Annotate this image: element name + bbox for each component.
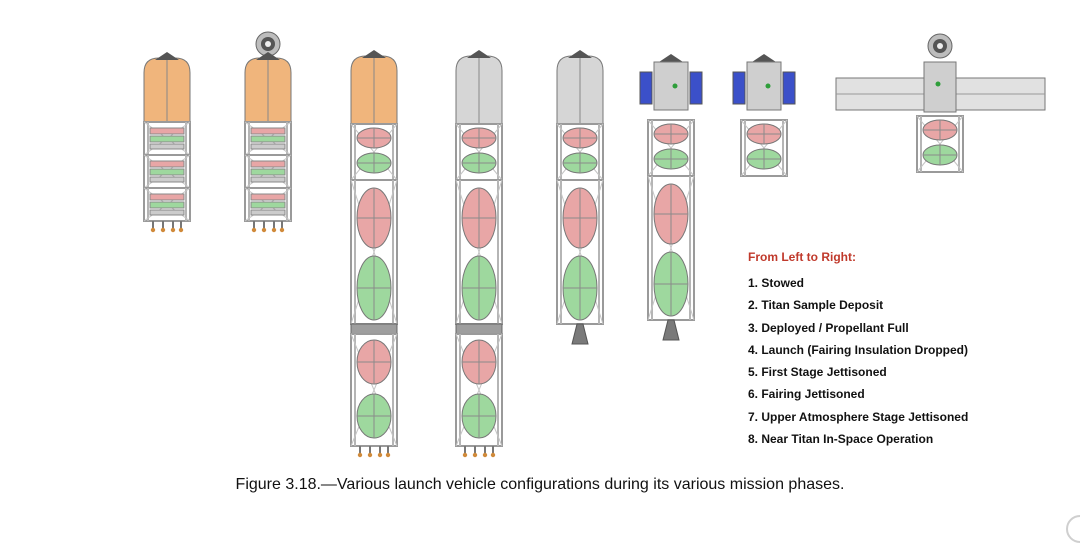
legend-item-stowed: 1. Stowed — [748, 276, 805, 290]
nose-cap — [362, 50, 386, 58]
truss-bay — [244, 187, 292, 222]
nose-cap — [752, 54, 776, 62]
landing-foot — [271, 227, 277, 233]
legend-list: 1. Stowed 2. Titan Sample Deposit 3. Dep… — [748, 272, 1068, 450]
vehicle-3 — [350, 50, 398, 458]
blue-panel-left — [639, 71, 653, 105]
landing-foot — [367, 452, 373, 458]
legend-title: From Left to Right: — [748, 250, 856, 264]
engine-nozzle — [571, 323, 589, 345]
truss-bay — [350, 333, 398, 447]
stowed-tank-green — [149, 168, 185, 176]
landing-foot — [472, 452, 478, 458]
vehicle-8 — [835, 33, 1046, 173]
stowed-tank-green — [149, 135, 185, 143]
landing-foot — [357, 452, 363, 458]
landing-foot — [377, 452, 383, 458]
landing-foot — [251, 227, 257, 233]
vehicle-7 — [732, 54, 796, 177]
truss-bay — [455, 333, 503, 447]
vehicle-5 — [556, 50, 604, 345]
landing-foot — [170, 227, 176, 233]
nose-cap — [155, 52, 179, 60]
landing-foot — [385, 452, 391, 458]
stage-separator — [350, 323, 398, 335]
vehicle-2 — [244, 31, 292, 233]
nose-cap — [256, 52, 280, 60]
landing-foot — [178, 227, 184, 233]
legend-item-titan-sample-deposit: 2. Titan Sample Deposit — [748, 298, 884, 313]
truss-bay — [916, 115, 964, 173]
legend-item-launch: 4. Launch (Fairing Insulation Dropped) — [748, 342, 969, 357]
vehicle-4 — [455, 50, 503, 458]
nose-cap — [659, 54, 683, 62]
vehicle-1 — [143, 52, 191, 233]
legend-item-first-stage-jettisoned: 5. First Stage Jettisoned — [748, 365, 887, 380]
stowed-tank-pink — [250, 127, 286, 135]
stowed-tank-pink — [250, 193, 286, 201]
truss-bay — [740, 119, 788, 177]
blue-panel-right — [782, 71, 796, 105]
blue-panel-right — [689, 71, 703, 105]
legend-item-upper-atmosphere-stage-jettisoned: 7. Upper Atmosphere Stage Jettisoned — [748, 409, 969, 424]
stowed-tank-pink — [250, 160, 286, 168]
stowed-tank-green — [250, 201, 286, 209]
legend-item-near-titan-operation: 8. Near Titan In-Space Operation — [748, 432, 934, 447]
vehicle-configuration-figure — [143, 31, 1046, 458]
truss-bay — [143, 187, 191, 222]
payload-bus — [653, 61, 689, 111]
nose-cap — [467, 50, 491, 58]
legend: From Left to Right: 1. Stowed 2. Titan S… — [748, 250, 1068, 450]
stowed-tank-green — [250, 135, 286, 143]
landing-foot — [462, 452, 468, 458]
stowed-tank-green — [149, 201, 185, 209]
landing-foot — [490, 452, 496, 458]
figure-caption: Figure 3.18.—Various launch vehicle conf… — [235, 476, 845, 493]
nose-cap — [568, 50, 592, 58]
landing-foot — [482, 452, 488, 458]
legend-item-deployed-propellant-full: 3. Deployed / Propellant Full — [748, 320, 909, 335]
stowed-tank-pink — [149, 193, 185, 201]
landing-foot — [279, 227, 285, 233]
legend-item-fairing-jettisoned: 6. Fairing Jettisoned — [748, 387, 865, 402]
stage-separator — [455, 323, 503, 335]
corner-circle-icon — [1066, 515, 1080, 543]
landing-foot — [150, 227, 156, 233]
vehicle-6 — [639, 54, 703, 341]
stowed-tank-pink — [149, 127, 185, 135]
engine-nozzle — [662, 319, 680, 341]
blue-panel-left — [732, 71, 746, 105]
landing-foot — [160, 227, 166, 233]
stowed-tank-green — [250, 168, 286, 176]
payload-bus — [923, 61, 957, 113]
payload-bus — [746, 61, 782, 111]
landing-foot — [261, 227, 267, 233]
stowed-tank-pink — [149, 160, 185, 168]
